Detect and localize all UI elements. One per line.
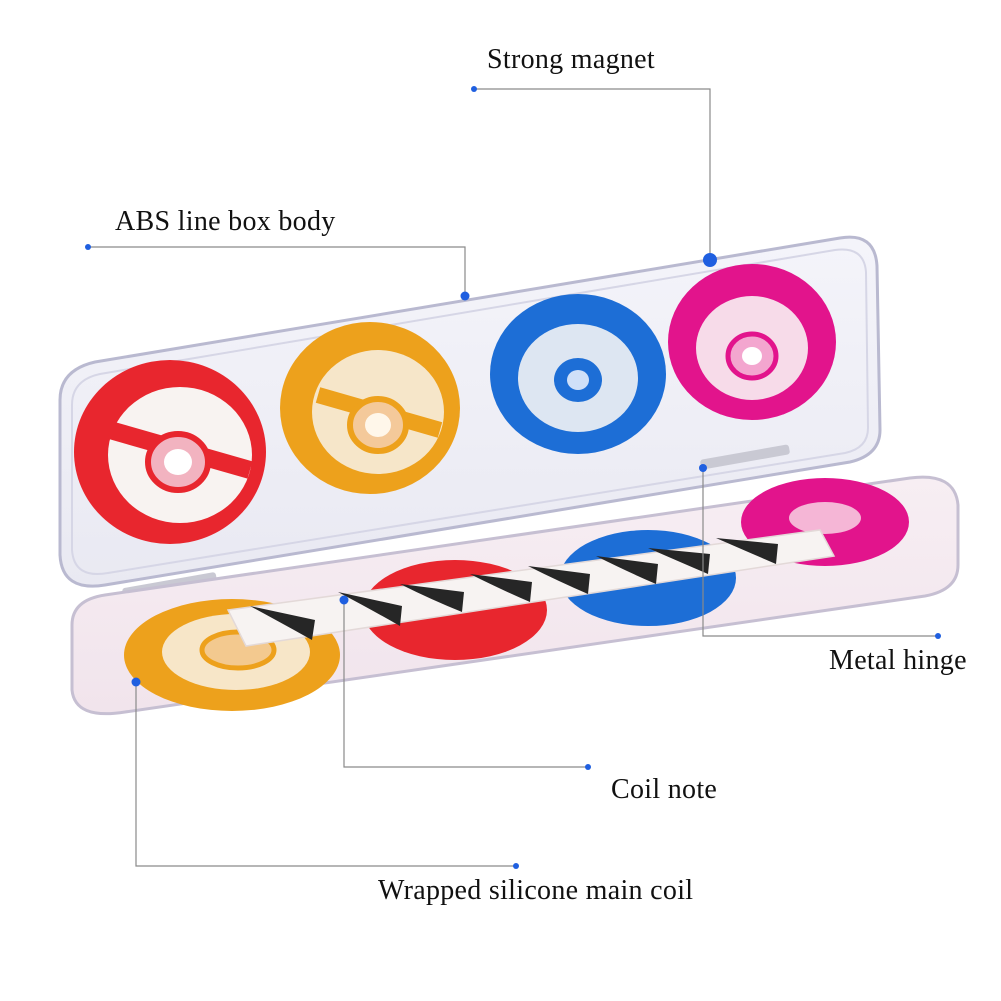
lid-coil-orange bbox=[280, 322, 460, 494]
lid-coil-blue bbox=[490, 294, 666, 454]
lid-coil-red bbox=[74, 360, 266, 544]
callout-lines bbox=[88, 88, 938, 867]
callout-dots bbox=[85, 86, 941, 869]
callout-strong-magnet: Strong magnet bbox=[487, 44, 655, 75]
callout-metal-hinge: Metal hinge bbox=[829, 645, 967, 676]
callout-main-coil: Wrapped silicone main coil bbox=[378, 875, 694, 906]
callout-abs-body: ABS line box body bbox=[115, 206, 336, 237]
callout-coil-note: Coil note bbox=[611, 774, 718, 805]
coil-note-strip bbox=[226, 529, 836, 647]
lid-coil-magenta bbox=[668, 264, 836, 420]
